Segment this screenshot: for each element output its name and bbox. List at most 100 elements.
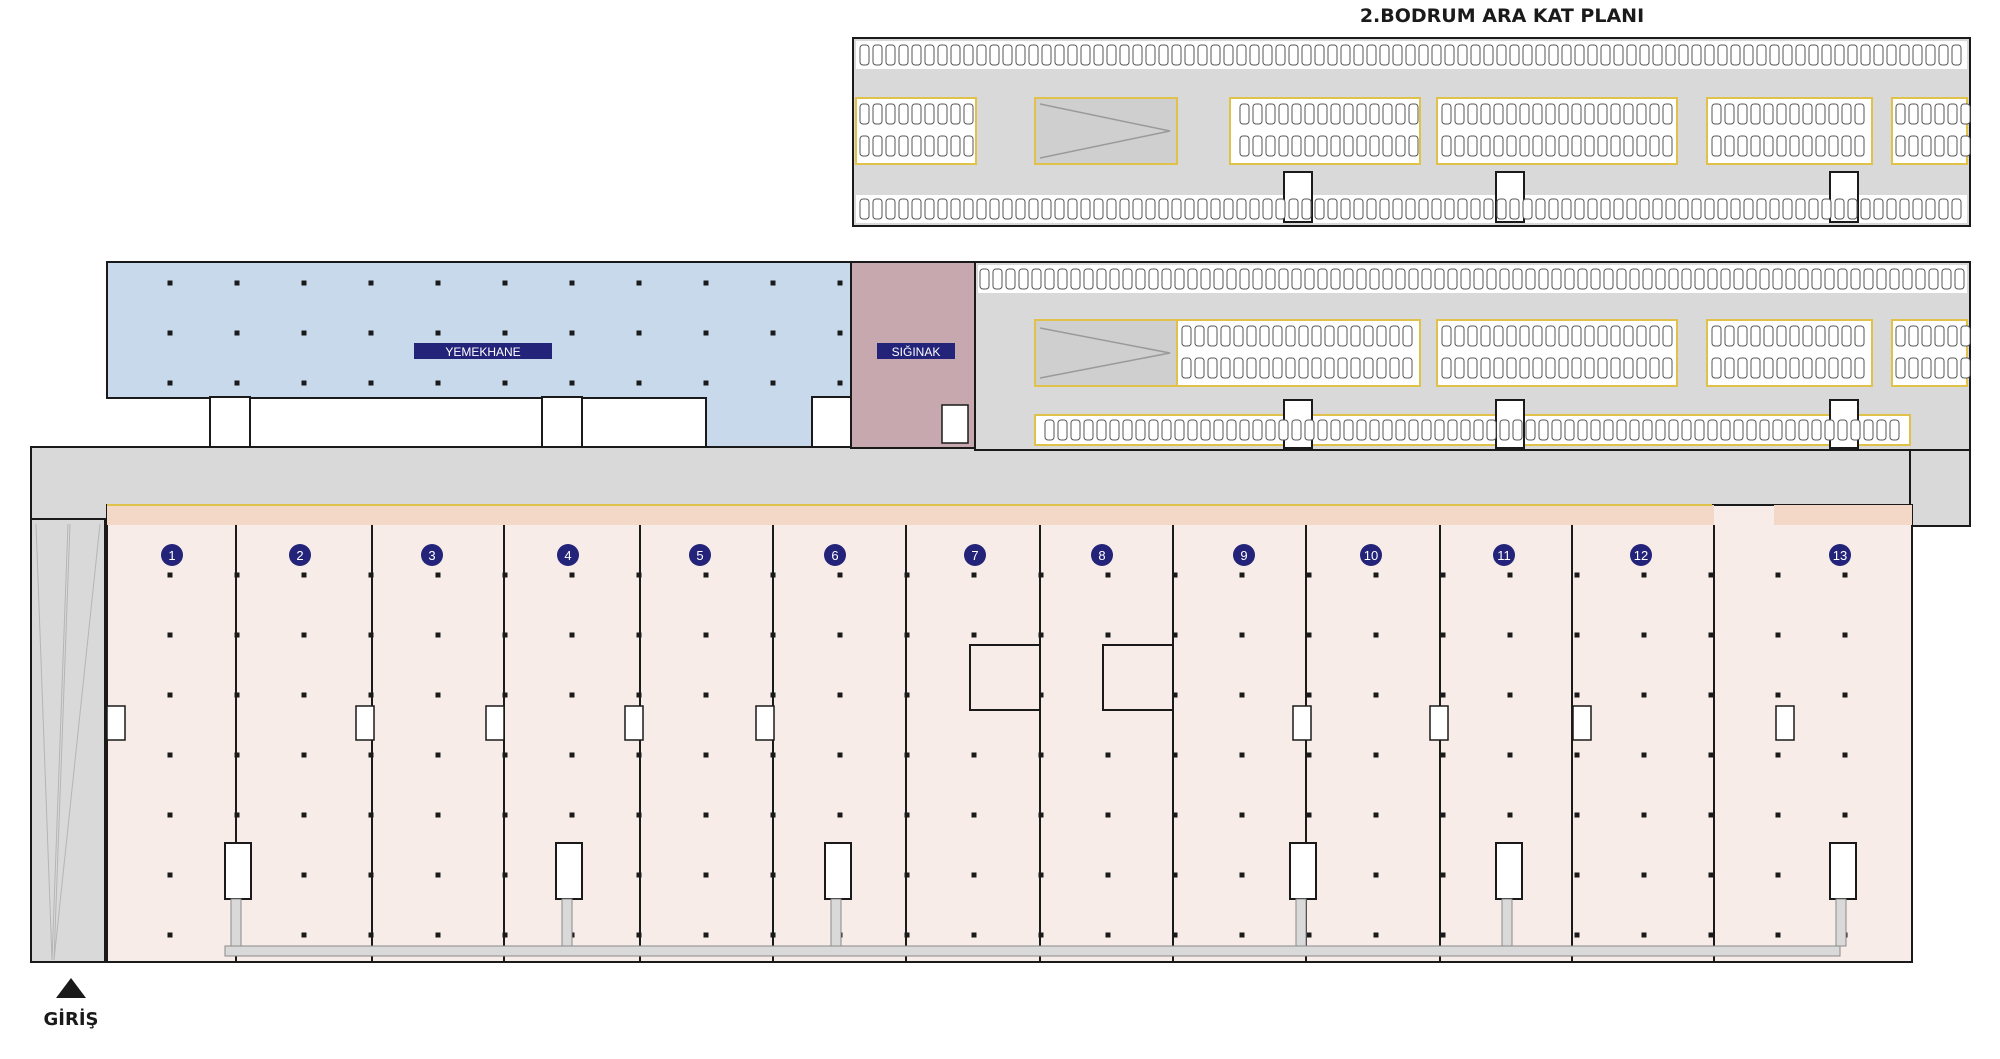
parking-car — [1551, 419, 1562, 441]
parking-car — [1802, 135, 1813, 157]
parking-car — [1330, 135, 1341, 157]
parking-car — [1720, 419, 1731, 441]
structural-column — [636, 812, 642, 818]
parking-car — [1285, 325, 1296, 347]
structural-column — [435, 330, 441, 336]
structural-column — [1507, 632, 1513, 638]
structural-column — [1775, 932, 1781, 938]
parking-car — [1704, 44, 1715, 66]
service-core — [224, 842, 252, 900]
parking-car — [1018, 268, 1029, 290]
parking-car — [1737, 103, 1748, 125]
parking-car — [1921, 135, 1932, 157]
parking-car — [1519, 135, 1530, 157]
unit-badge-circle — [1630, 544, 1652, 566]
structural-column — [1038, 572, 1044, 578]
structural-column — [1708, 692, 1714, 698]
parking-car — [1135, 268, 1146, 290]
parking-car — [1821, 44, 1832, 66]
parking-car — [1915, 268, 1926, 290]
structural-column — [1708, 632, 1714, 638]
parking-car — [1506, 357, 1517, 379]
parking-car — [872, 103, 883, 125]
parking-car — [1921, 357, 1932, 379]
parking-car — [1343, 103, 1354, 125]
parking-car — [1200, 419, 1211, 441]
parking-car — [1054, 198, 1065, 220]
parking-car — [1317, 135, 1328, 157]
parking-car — [1763, 103, 1774, 125]
parking-car — [1811, 268, 1822, 290]
parking-car — [1808, 44, 1819, 66]
parking-car — [937, 103, 948, 125]
parking-car — [1496, 198, 1507, 220]
parking-car — [1639, 198, 1650, 220]
parking-car — [1239, 419, 1250, 441]
parking-car — [1587, 198, 1598, 220]
structural-column — [1641, 572, 1647, 578]
parking-car — [1746, 268, 1757, 290]
structural-column — [502, 572, 508, 578]
parking-car — [1824, 268, 1835, 290]
parking-car — [950, 44, 961, 66]
structural-column — [234, 632, 240, 638]
parking-car — [1369, 419, 1380, 441]
parking-car — [1252, 135, 1263, 157]
parking-car — [1298, 325, 1309, 347]
parking-car — [1876, 419, 1887, 441]
parking-car — [1262, 198, 1273, 220]
structural-column — [636, 752, 642, 758]
service-core — [1495, 842, 1523, 900]
parking-car — [1298, 357, 1309, 379]
structural-column — [770, 280, 776, 286]
parking-car — [1441, 103, 1452, 125]
parking-car — [1252, 268, 1263, 290]
parking-car — [1470, 198, 1481, 220]
parking-car — [1960, 325, 1971, 347]
structural-column — [1373, 752, 1379, 758]
service-core — [1289, 842, 1317, 900]
structural-column — [1105, 872, 1111, 878]
parking-car — [1057, 419, 1068, 441]
parking-car — [1285, 357, 1296, 379]
parking-car — [1908, 357, 1919, 379]
parking-car — [1249, 44, 1260, 66]
parking-car — [1636, 325, 1647, 347]
unit-badge-circle — [1493, 544, 1515, 566]
structural-column — [1440, 572, 1446, 578]
parking-car — [1737, 135, 1748, 157]
structural-column — [435, 572, 441, 578]
parking-car — [963, 44, 974, 66]
parking-car — [1629, 268, 1640, 290]
structural-column — [1440, 872, 1446, 878]
parking-car — [911, 198, 922, 220]
parking-car — [1928, 268, 1939, 290]
parking-car — [1353, 198, 1364, 220]
parking-car — [1330, 268, 1341, 290]
parking-car — [1467, 325, 1478, 347]
structural-column — [1038, 752, 1044, 758]
structural-column — [502, 932, 508, 938]
structural-column — [971, 932, 977, 938]
unit-number: 2 — [296, 548, 303, 563]
parking-car — [1340, 44, 1351, 66]
structural-column — [837, 380, 843, 386]
parking-car — [1044, 419, 1055, 441]
parking-car — [1847, 44, 1858, 66]
parking-car — [1272, 325, 1283, 347]
structural-column — [234, 380, 240, 386]
parking-car — [1080, 44, 1091, 66]
parking-car — [950, 103, 961, 125]
parking-car — [1304, 419, 1315, 441]
unit-badge-circle — [289, 544, 311, 566]
parking-car — [1467, 103, 1478, 125]
parking-car — [1311, 325, 1322, 347]
wc-box — [1572, 705, 1592, 741]
parking-car — [1652, 44, 1663, 66]
parking-car — [963, 103, 974, 125]
parking-car — [1678, 198, 1689, 220]
parking-car — [1067, 44, 1078, 66]
parking-car — [885, 198, 896, 220]
structural-column — [770, 812, 776, 818]
structural-column — [904, 932, 910, 938]
